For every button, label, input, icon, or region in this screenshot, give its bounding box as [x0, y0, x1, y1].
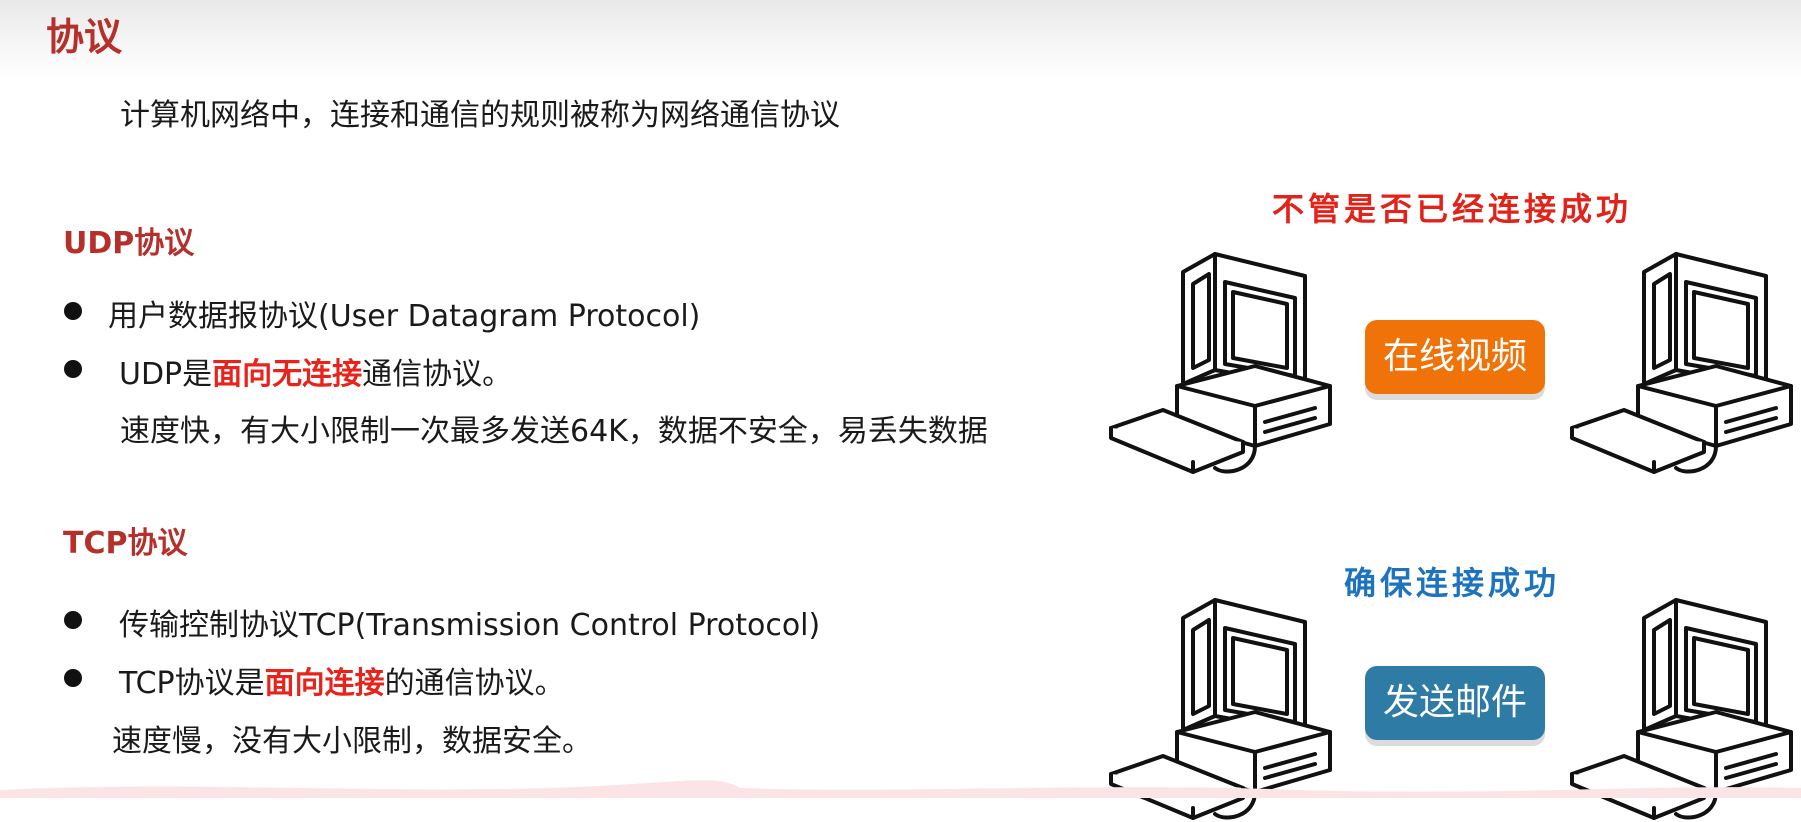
decorative-wave: [0, 780, 1801, 798]
bullet-dot-icon: [64, 302, 82, 320]
computer-icon: [1566, 246, 1801, 476]
tcp-bullet-2-prefix: TCP协议是: [119, 666, 265, 701]
bullet-dot-icon: [64, 360, 82, 378]
computer-icon: [1105, 246, 1345, 476]
tcp-bullet-1: 传输控制协议TCP(Transmission Control Protocol): [119, 608, 821, 643]
udp-diagram-caption: 不管是否已经连接成功: [1272, 190, 1633, 228]
udp-highlight: 面向无连接: [212, 357, 363, 392]
send-mail-label: 发送邮件: [1365, 666, 1545, 740]
tcp-bullet-2-suffix: 的通信协议。: [384, 666, 565, 701]
udp-detail: 速度快，有大小限制一次最多发送64K，数据不安全，易丢失数据: [120, 414, 988, 449]
tcp-detail: 速度慢，没有大小限制，数据安全。: [112, 724, 592, 759]
bullet-dot-icon: [64, 611, 82, 629]
udp-bullet-1: 用户数据报协议(User Datagram Protocol): [108, 299, 701, 334]
udp-bullet-2: UDP是面向无连接通信协议。: [119, 349, 512, 393]
online-video-label: 在线视频: [1365, 320, 1545, 394]
page-title: 协议: [46, 15, 123, 59]
intro-text: 计算机网络中，连接和通信的规则被称为网络通信协议: [120, 98, 840, 133]
header-band: [0, 0, 1801, 80]
udp-bullet-2-prefix: UDP是: [119, 357, 213, 392]
bullet-dot-icon: [64, 669, 82, 687]
tcp-heading: TCP协议: [63, 526, 188, 561]
tcp-highlight: 面向连接: [264, 666, 385, 701]
udp-heading: UDP协议: [63, 226, 195, 261]
tcp-diagram-caption: 确保连接成功: [1344, 564, 1561, 602]
udp-bullet-2-suffix: 通信协议。: [362, 357, 513, 392]
tcp-bullet-2: TCP协议是面向连接的通信协议。: [119, 658, 565, 702]
